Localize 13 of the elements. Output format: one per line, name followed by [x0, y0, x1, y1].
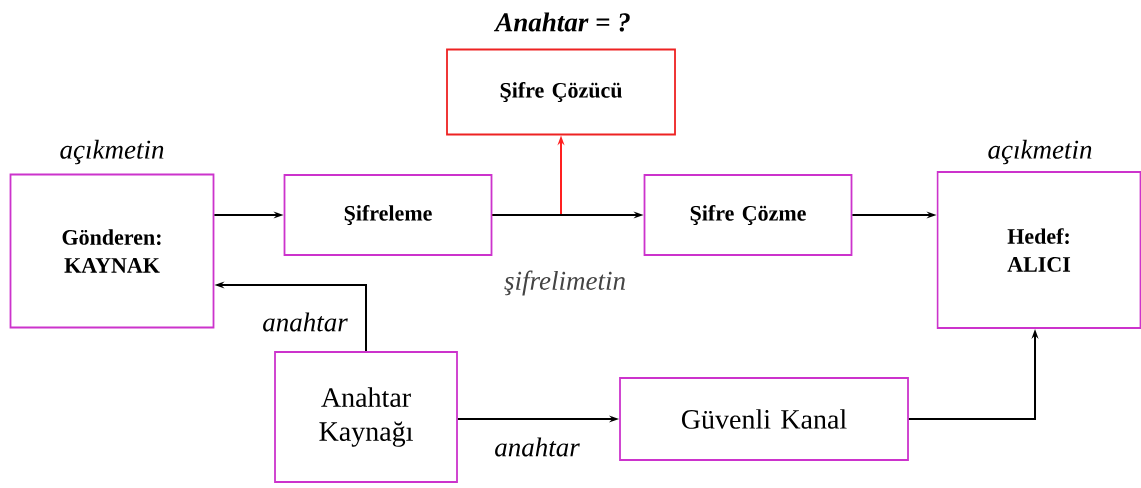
process-box: Anahtar Kaynağı	[274, 351, 458, 483]
process-box: Şifreleme	[283, 174, 493, 256]
box-caption: açıkmetin	[988, 139, 1092, 165]
box-caption: Anahtar = ?	[493, 12, 630, 32]
edge-label: anahtar	[493, 436, 581, 458]
edge-label: şifrelimetin	[503, 269, 627, 297]
process-box: Şifre Çözücü	[446, 48, 676, 136]
process-box: Hedef: ALICI	[936, 171, 1141, 329]
edge-label: anahtar	[261, 311, 349, 333]
process-box: Gönderen: KAYNAK	[9, 173, 215, 329]
box-caption: açıkmetin	[60, 139, 164, 165]
process-box: Güvenli Kanal	[619, 377, 909, 461]
process-box: Şifre Çözme	[643, 174, 853, 256]
